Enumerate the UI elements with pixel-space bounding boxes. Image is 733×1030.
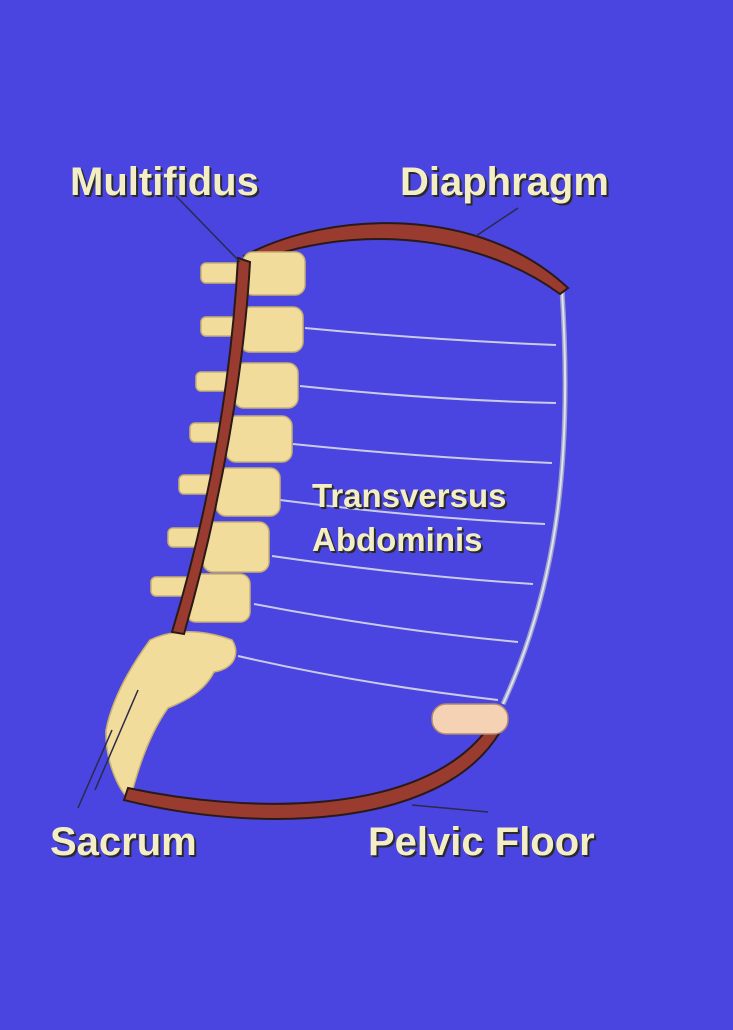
lumbar-spine [150, 251, 306, 623]
fiber-line [253, 603, 519, 643]
fiber-line [279, 499, 546, 525]
vertebra [242, 251, 306, 296]
fiber-line [304, 327, 557, 346]
pelvic-floor-label: Pelvic Floor [368, 820, 595, 864]
diaphragm-label: Diaphragm [400, 160, 609, 204]
transversus-abdominis-fibers [237, 327, 557, 701]
vertebra [225, 415, 293, 463]
vertebra [239, 306, 304, 353]
sacrum-bone [105, 631, 237, 802]
diaphragm-muscle [242, 222, 570, 296]
vertebra [202, 521, 270, 573]
abdominal-wall-highlight [502, 289, 567, 705]
vertebra [233, 362, 299, 409]
fiber-line [299, 385, 557, 404]
fiber-line [237, 655, 499, 701]
fiber-line [271, 555, 534, 585]
multifidus-muscle [170, 256, 252, 636]
pubic-bone [431, 703, 509, 735]
multifidus-leader [175, 195, 241, 263]
leader-lines [77, 195, 519, 813]
vertebra [215, 467, 281, 517]
pelvic-floor-muscle [122, 726, 502, 820]
transversus-label-line2: Abdominis [312, 521, 483, 558]
sacrum-leader [77, 729, 113, 809]
sacrum-edge-line [94, 689, 139, 791]
pelvic-floor-leader [411, 804, 489, 813]
sacrum-label: Sacrum [50, 820, 197, 864]
diaphragm-leader [475, 207, 519, 237]
fiber-line [292, 443, 553, 464]
transversus-label-line1: Transversus [312, 477, 507, 514]
multifidus-label: Multifidus [70, 160, 259, 204]
